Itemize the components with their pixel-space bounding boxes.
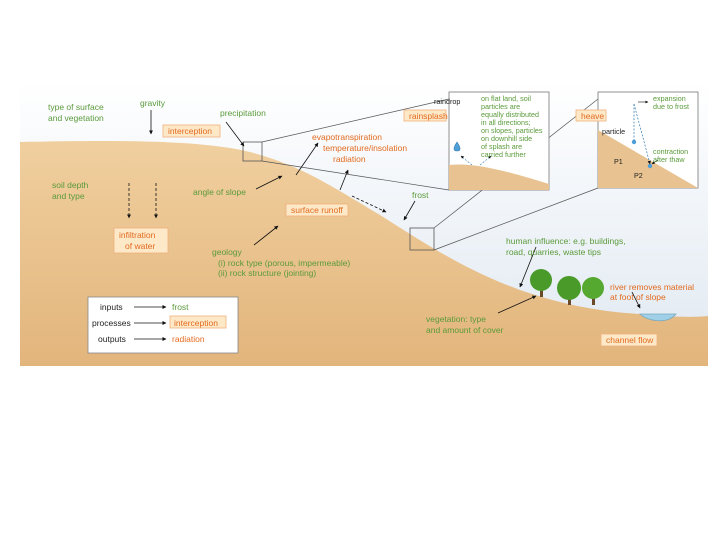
river-channel [639, 313, 677, 322]
legend-inputs-example: frost [172, 302, 189, 312]
geology-rock-type: (i) rock type (porous, impermeable) [218, 258, 350, 268]
evapotranspiration-arrow [295, 142, 319, 176]
surface-runoff-arrow [351, 195, 387, 213]
expansion-label-1: expansion [653, 94, 686, 103]
frost-zoom-box [409, 227, 435, 251]
rainsplash-zoom-box [242, 141, 263, 162]
channel-flow-box [600, 333, 658, 347]
river-removes-label-2: at foot of slope [610, 292, 666, 302]
surface-type-label-1: type of surface [48, 102, 104, 112]
soil-depth-label-1: soil depth [52, 180, 89, 190]
contraction-label-2: after thaw [653, 155, 685, 164]
legend-outputs-label: outputs [98, 334, 126, 344]
legend-processes-label: processes [92, 318, 131, 328]
infiltration-label-1: infiltration [119, 230, 156, 240]
frost-label: frost [412, 190, 429, 200]
surface-runoff-label: surface runoff [291, 205, 343, 215]
legend-inputs-label: inputs [100, 302, 123, 312]
raindrop-label: raindrop [434, 97, 460, 106]
frost-arrow [403, 200, 416, 221]
geology-label: geology [212, 247, 243, 257]
river-removes-label-1: river removes material [610, 282, 694, 292]
vegetation-label-2: and amount of cover [426, 325, 504, 335]
geology-rock-structure: (ii) rock structure (jointing) [218, 268, 316, 278]
p1-label: P1 [614, 157, 623, 166]
expansion-label-2: due to frost [653, 102, 689, 111]
contraction-label-1: contraction [653, 147, 688, 156]
surface-runoff-box [285, 203, 349, 217]
human-influence-label-2: road, quarries, waste tips [506, 247, 601, 257]
precipitation-arrow [225, 121, 245, 147]
svg-text:of splash are: of splash are [481, 142, 522, 151]
precipitation-label: precipitation [220, 108, 266, 118]
svg-text:carried further: carried further [481, 150, 526, 159]
human-influence-label-1: human influence: e.g. buildings, [506, 236, 626, 246]
rainsplash-box [403, 109, 447, 122]
heave-box [575, 109, 607, 122]
river-arrow [631, 291, 641, 309]
legend-outputs-example: radiation [172, 334, 205, 344]
rainsplash-text: on flat land, soil particles are equally… [481, 94, 543, 159]
infiltration-box [113, 227, 169, 254]
channel-flow-label: channel flow [606, 335, 654, 345]
particle-label: particle [602, 127, 625, 136]
angle-of-slope-label: angle of slope [193, 187, 246, 197]
geology-arrow [253, 225, 279, 246]
svg-text:equally distributed: equally distributed [481, 110, 539, 119]
svg-text:in all directions;: in all directions; [481, 118, 531, 127]
surface-type-label-2: and vegetation [48, 113, 104, 123]
svg-text:on downhill side: on downhill side [481, 134, 532, 143]
evapotranspiration-label: evapotranspiration [312, 132, 382, 142]
gravity-label: gravity [140, 98, 166, 108]
infiltration-label-2: of water [125, 241, 155, 251]
interception-box [162, 124, 221, 138]
heave-inset [597, 91, 699, 189]
soil-depth-label-2: and type [52, 191, 85, 201]
vegetation-arrow [497, 295, 537, 314]
svg-text:on flat land, soil: on flat land, soil [481, 94, 531, 103]
legend-processes-example: interception [174, 318, 218, 328]
radiation-arrow [339, 169, 349, 191]
human-influence-arrow [519, 246, 537, 288]
angle-of-slope-arrow [255, 175, 283, 190]
temperature-label: temperature/insolation [323, 143, 407, 153]
radiation-label-main: radiation [333, 154, 366, 164]
interception-label: interception [168, 126, 212, 136]
legend: inputs frost processes interception outp… [87, 296, 239, 354]
trees [530, 269, 604, 305]
svg-text:particles are: particles are [481, 102, 520, 111]
raindrop-icon [453, 141, 461, 152]
vegetation-label-1: vegetation: type [426, 314, 486, 324]
rainsplash-title: rainsplash [409, 111, 448, 121]
p2-label: P2 [634, 171, 643, 180]
rainsplash-inset [448, 91, 550, 191]
heave-title: heave [581, 111, 604, 121]
svg-text:on slopes, particles: on slopes, particles [481, 126, 543, 135]
